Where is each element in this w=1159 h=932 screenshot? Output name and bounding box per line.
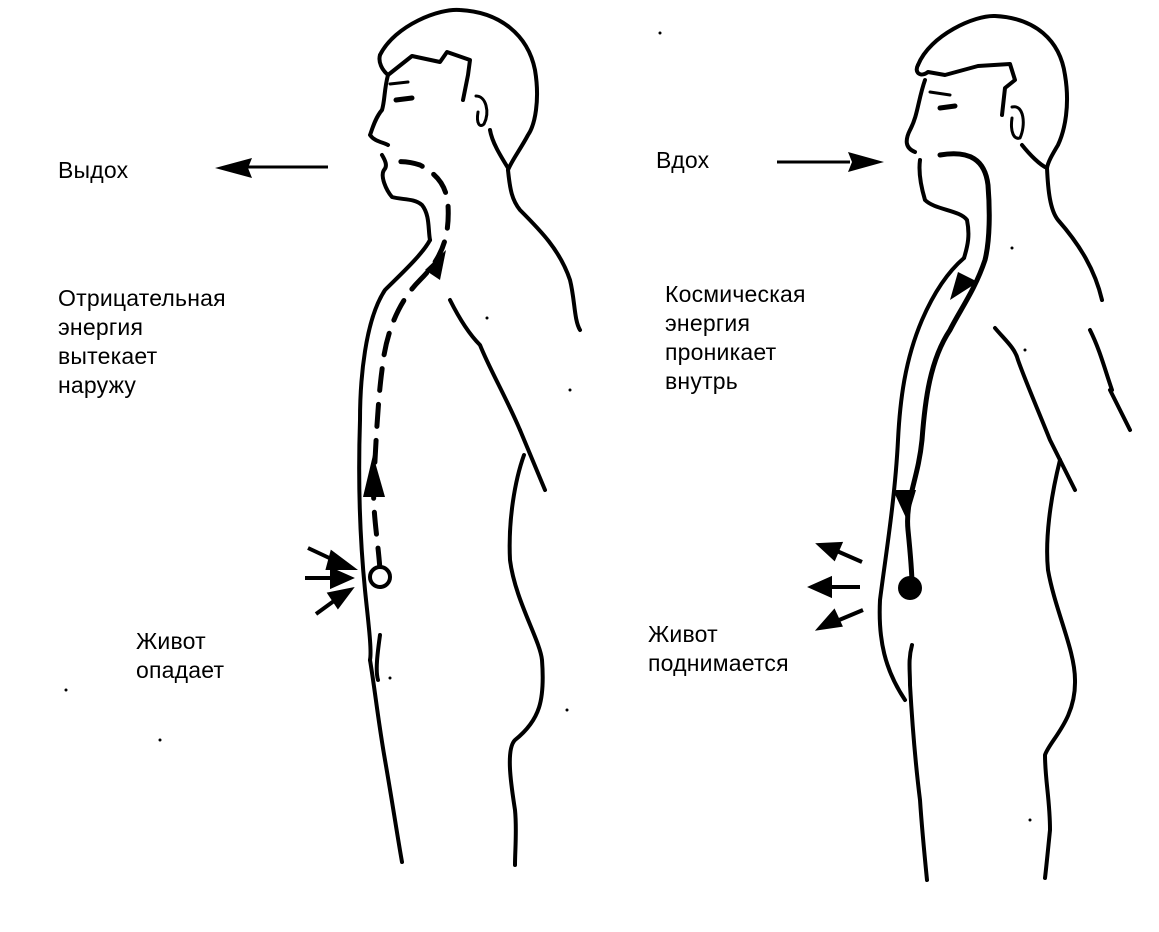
right-downward-arrowhead-upper bbox=[950, 272, 978, 300]
left-upward-arrowhead-upper bbox=[425, 250, 446, 280]
left-belly-marker-hollow bbox=[368, 565, 392, 589]
left-figure bbox=[357, 7, 582, 867]
left-belly-arrows-inward bbox=[305, 546, 358, 616]
inhale-label: Вдох bbox=[656, 147, 710, 173]
right-belly-arrows-outward bbox=[807, 541, 864, 631]
right-belly-marker-filled bbox=[898, 576, 922, 600]
cosmic-energy-label: Космическая энергия проникает внутрь bbox=[665, 281, 806, 394]
belly-rises-label: Живот поднимается bbox=[648, 621, 789, 676]
right-downward-arrowhead-lower bbox=[893, 490, 916, 520]
belly-falls-label: Живот опадает bbox=[136, 628, 225, 683]
left-upward-arrowhead-lower bbox=[363, 455, 385, 497]
negative-energy-label: Отрицательная энергия вытекает наружу bbox=[58, 285, 226, 398]
right-figure bbox=[877, 13, 1132, 882]
inhale-arrow bbox=[777, 152, 884, 172]
exhale-arrow bbox=[215, 158, 328, 178]
exhale-label: Выдох bbox=[58, 157, 129, 183]
right-energy-path bbox=[905, 151, 992, 588]
scan-specks bbox=[64, 31, 1032, 822]
left-energy-path bbox=[371, 159, 451, 573]
